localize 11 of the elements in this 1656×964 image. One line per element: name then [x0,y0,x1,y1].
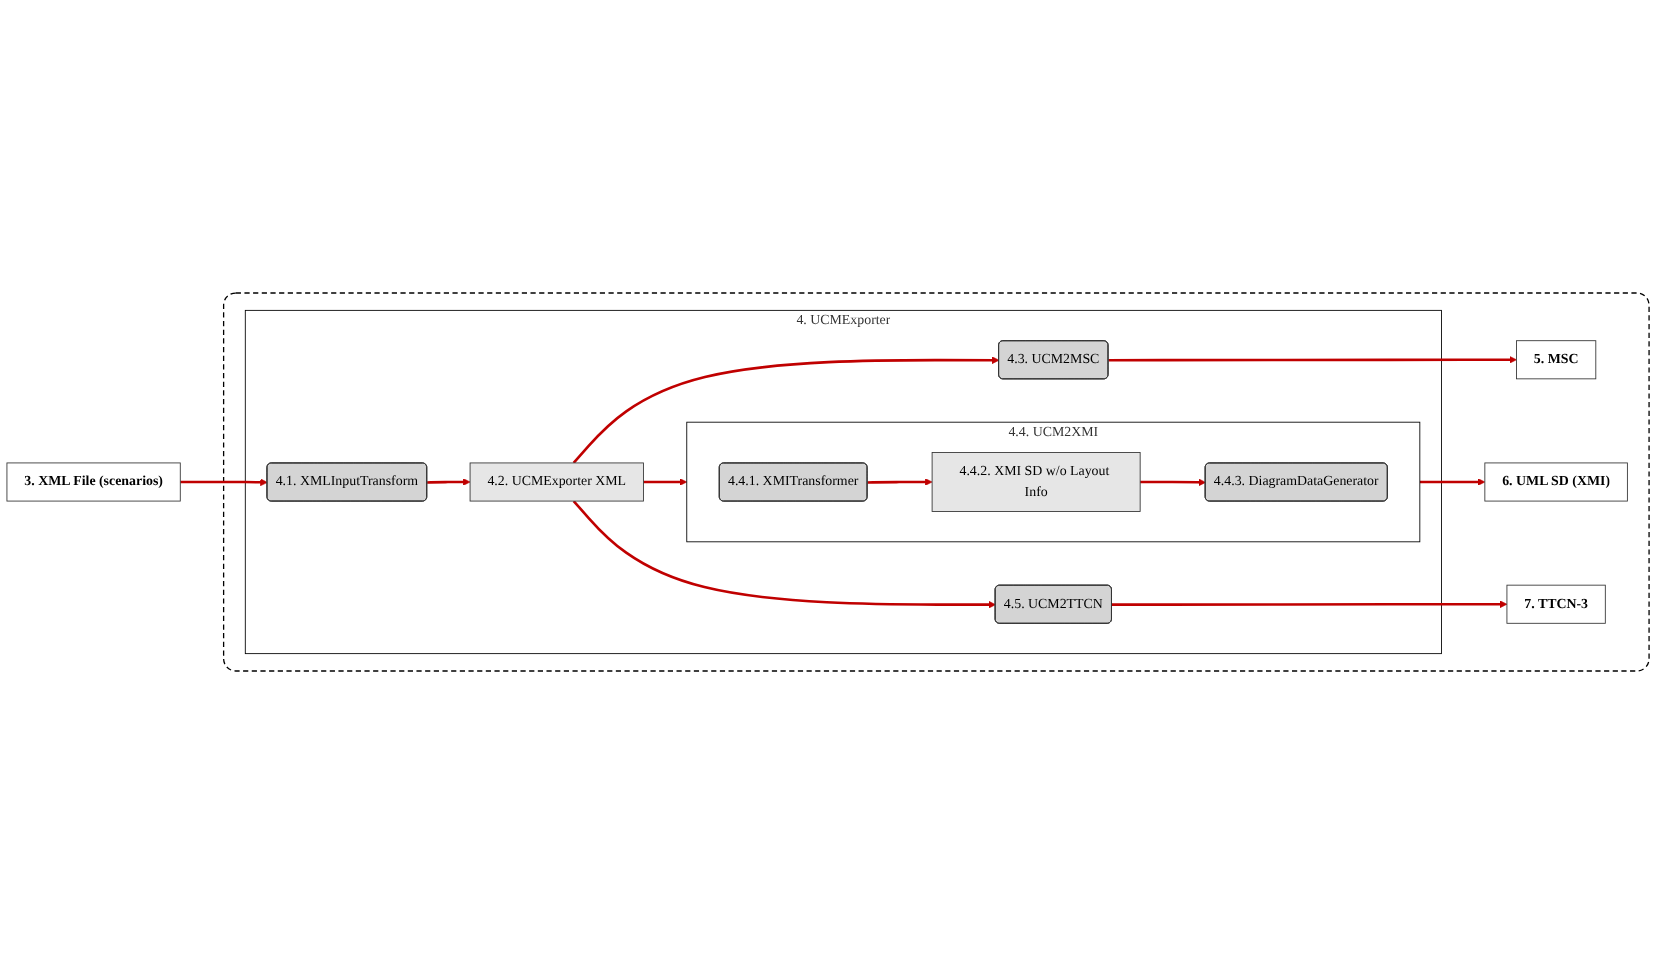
arrow [1419,478,1486,486]
arrow [867,478,933,486]
cluster [222,292,1650,672]
arrow [1111,600,1508,609]
arrow [427,478,471,486]
arrow [572,356,1000,464]
arrow [572,500,996,609]
arrow [1108,355,1517,364]
arrow [1140,478,1206,487]
arrow [643,478,688,486]
arrow [180,478,268,487]
